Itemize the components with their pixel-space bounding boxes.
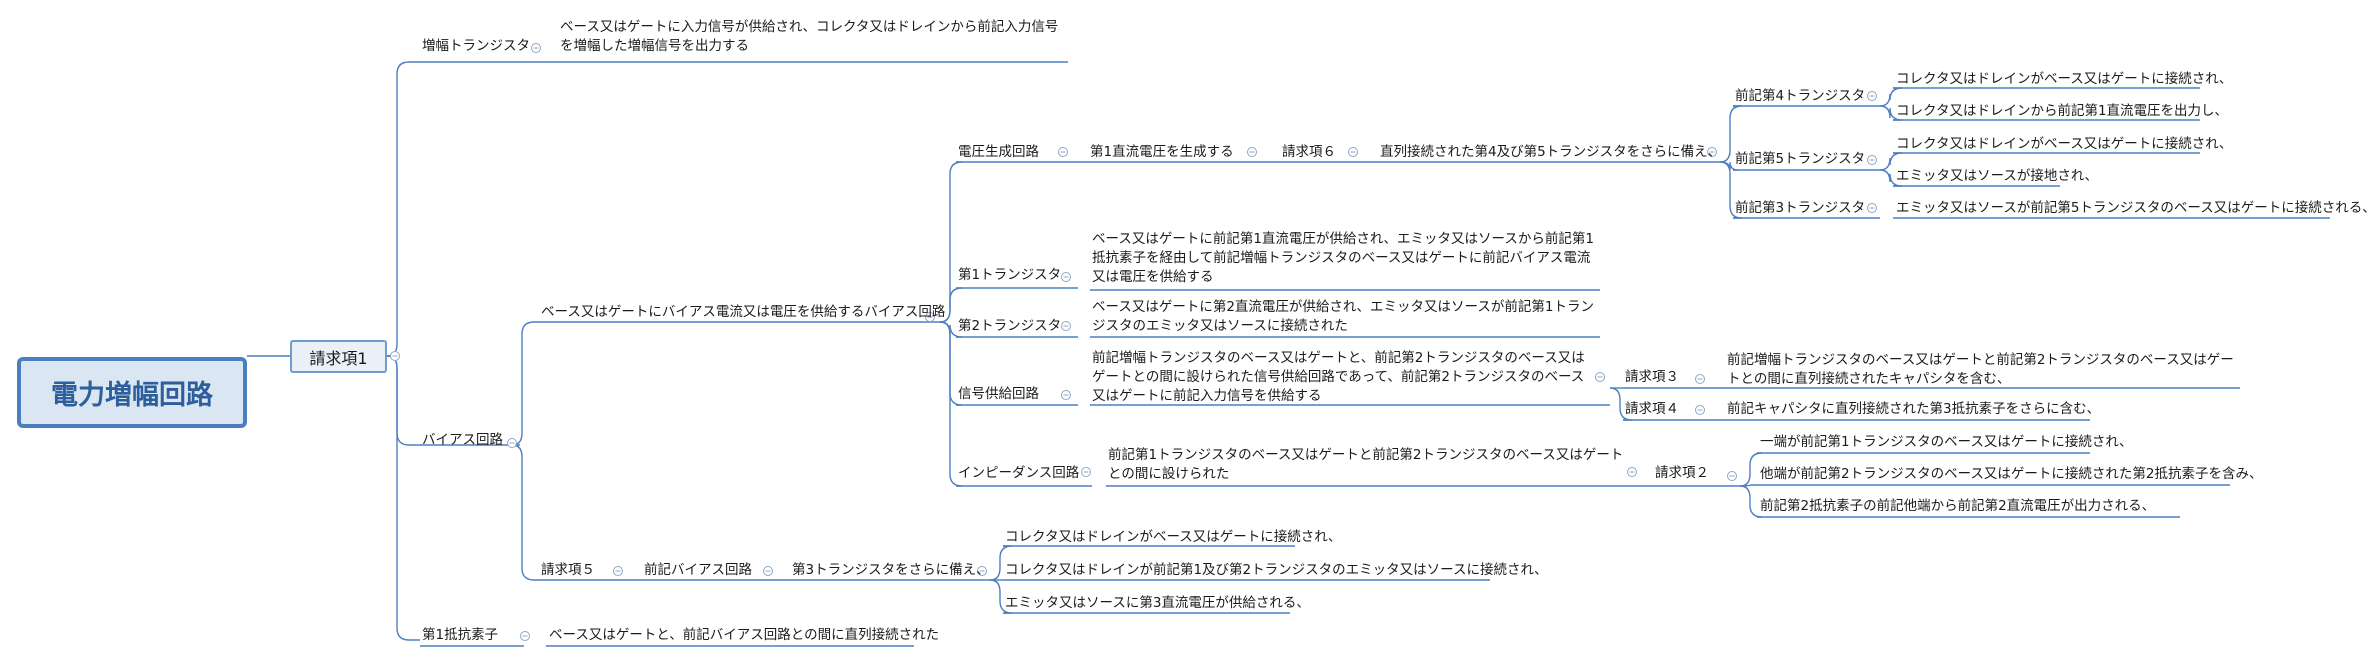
node-amp-transistor-desc[interactable]: ベース又はゲートに入力信号が供給され、コレクタ又はドレインから前記入力信号を増幅…	[560, 19, 1059, 54]
topic-claim1[interactable]: 請求項1	[290, 340, 387, 373]
node-claim4[interactable]: 請求項４	[1625, 401, 1679, 417]
node-signal-supply-desc[interactable]: 前記増幅トランジスタのベース又はゲートと、前記第2トランジスタのベース又はゲート…	[1092, 350, 1585, 404]
collapse-toggle-icon[interactable]	[1627, 467, 1637, 477]
collapse-toggle-icon[interactable]	[1061, 272, 1071, 282]
node-claim5-b[interactable]: コレクタ又はドレインが前記第1及び第2トランジスタのエミッタ又はソースに接続され…	[1005, 562, 1548, 578]
collapse-toggle-icon[interactable]	[763, 566, 773, 576]
collapse-toggle-icon[interactable]	[1061, 390, 1071, 400]
collapse-toggle-icon[interactable]	[1348, 147, 1358, 157]
node-claim5-bias[interactable]: 前記バイアス回路	[644, 562, 752, 578]
root-topic[interactable]: 電力増幅回路	[17, 357, 247, 428]
node-t4-a[interactable]: コレクタ又はドレインがベース又はゲートに接続され、	[1896, 71, 2233, 87]
node-t5[interactable]: 前記第5トランジスタ	[1735, 151, 1866, 167]
node-t5-b[interactable]: エミッタ又はソースが接地され、	[1896, 168, 2098, 184]
collapse-toggle-icon[interactable]	[977, 566, 987, 576]
node-t5-a[interactable]: コレクタ又はドレインがベース又はゲートに接続され、	[1896, 136, 2233, 152]
branch-connector	[939, 321, 963, 487]
collapse-toggle-icon[interactable]	[507, 438, 517, 448]
branch-connector	[386, 355, 420, 641]
node-claim2-c[interactable]: 前記第2抵抗素子の前記他端から前記第2直流電圧が出力される、	[1760, 498, 2156, 514]
node-claim2-b[interactable]: 他端が前記第2トランジスタのベース又はゲートに接続された第2抵抗素子を含み、	[1760, 466, 2263, 482]
node-cascade-t4-t5[interactable]: 直列接続された第4及び第5トランジスタをさらに備え、	[1380, 144, 1722, 160]
node-claim3-desc[interactable]: 前記増幅トランジスタのベース又はゲートと前記第2トランジスタのベース又はゲートと…	[1727, 352, 2234, 387]
collapse-toggle-icon[interactable]	[1867, 155, 1877, 165]
node-underlines	[420, 61, 2330, 647]
branch-connector	[939, 161, 963, 323]
collapse-toggle-icon[interactable]	[1867, 203, 1877, 213]
node-first-resistor-desc[interactable]: ベース又はゲートと、前記バイアス回路との間に直列接続された	[549, 627, 940, 643]
collapse-toggle-icon[interactable]	[613, 566, 623, 576]
collapse-toggle-icon[interactable]	[1695, 405, 1705, 415]
collapse-toggle-icon[interactable]	[925, 312, 935, 322]
branch-connector	[1739, 485, 1763, 518]
collapse-toggle-icon[interactable]	[1081, 467, 1091, 477]
node-claim5-third[interactable]: 第3トランジスタをさらに備え、	[792, 562, 990, 578]
branch-connector	[511, 444, 538, 581]
collapse-toggle-icon[interactable]	[1727, 471, 1737, 481]
node-claim2-a[interactable]: 一端が前記第1トランジスタのベース又はゲートに接続され、	[1760, 434, 2133, 450]
branch-connector	[386, 61, 420, 357]
node-bias-supply[interactable]: ベース又はゲートにバイアス電流又は電圧を供給するバイアス回路	[541, 304, 946, 320]
collapse-toggle-icon[interactable]	[1695, 374, 1705, 384]
node-voltage-gen[interactable]: 電圧生成回路	[958, 144, 1039, 160]
branch-connector	[1739, 484, 1757, 487]
node-claim5-c[interactable]: エミッタ又はソースに第3直流電圧が供給される、	[1005, 595, 1310, 611]
node-claim2[interactable]: 請求項２	[1655, 465, 1709, 481]
node-claim5[interactable]: 請求項５	[541, 562, 595, 578]
branch-connector	[1739, 452, 1763, 487]
collapse-toggle-icon[interactable]	[1061, 321, 1071, 331]
collapse-toggle-icon[interactable]	[1058, 147, 1068, 157]
node-impedance-desc[interactable]: 前記第1トランジスタのベース又はゲートと前記第2トランジスタのベース又はゲートと…	[1108, 447, 1624, 482]
node-claim6[interactable]: 請求項６	[1282, 144, 1336, 160]
branch-connector	[386, 355, 420, 446]
node-gen-first-dc[interactable]: 第1直流電圧を生成する	[1090, 144, 1234, 160]
node-t4[interactable]: 前記第4トランジスタ	[1735, 88, 1866, 104]
node-first-resistor[interactable]: 第1抵抗素子	[422, 627, 499, 643]
collapse-toggle-icon[interactable]	[531, 43, 541, 53]
node-claim5-a[interactable]: コレクタ又はドレインがベース又はゲートに接続され、	[1005, 529, 1342, 545]
collapse-toggle-icon[interactable]	[390, 351, 400, 361]
node-claim3[interactable]: 請求項３	[1625, 369, 1679, 385]
node-second-transistor-desc[interactable]: ベース又はゲートに第2直流電圧が供給され、エミッタ又はソースが前記第1トランジス…	[1092, 299, 1594, 334]
collapse-toggle-icon[interactable]	[1595, 372, 1605, 382]
node-t4-b[interactable]: コレクタ又はドレインから前記第1直流電圧を出力し、	[1896, 103, 2229, 119]
collapse-toggle-icon[interactable]	[1867, 91, 1877, 101]
node-second-transistor[interactable]: 第2トランジスタ	[958, 318, 1062, 334]
node-claim4-desc[interactable]: 前記キャパシタに直列接続された第3抵抗素子をさらに含む、	[1727, 401, 2101, 417]
collapse-toggle-icon[interactable]	[1707, 147, 1717, 157]
node-t3-a[interactable]: エミッタ又はソースが前記第5トランジスタのベース又はゲートに接続される、	[1896, 200, 2376, 216]
collapse-toggle-icon[interactable]	[520, 631, 530, 641]
node-first-transistor[interactable]: 第1トランジスタ	[958, 267, 1062, 283]
node-amp-transistor[interactable]: 増幅トランジスタ	[422, 38, 530, 54]
node-impedance[interactable]: インピーダンス回路	[958, 465, 1080, 481]
collapse-toggles[interactable]	[390, 43, 1877, 641]
collapse-toggle-icon[interactable]	[1247, 147, 1257, 157]
node-first-transistor-desc[interactable]: ベース又はゲートに前記第1直流電圧が供給され、エミッタ又はソースから前記第1抵抗…	[1092, 231, 1594, 285]
node-t3[interactable]: 前記第3トランジスタ	[1735, 200, 1866, 216]
node-signal-supply[interactable]: 信号供給回路	[958, 386, 1039, 402]
node-bias-circuit[interactable]: バイアス回路	[422, 432, 503, 448]
branch-connector	[511, 321, 538, 446]
